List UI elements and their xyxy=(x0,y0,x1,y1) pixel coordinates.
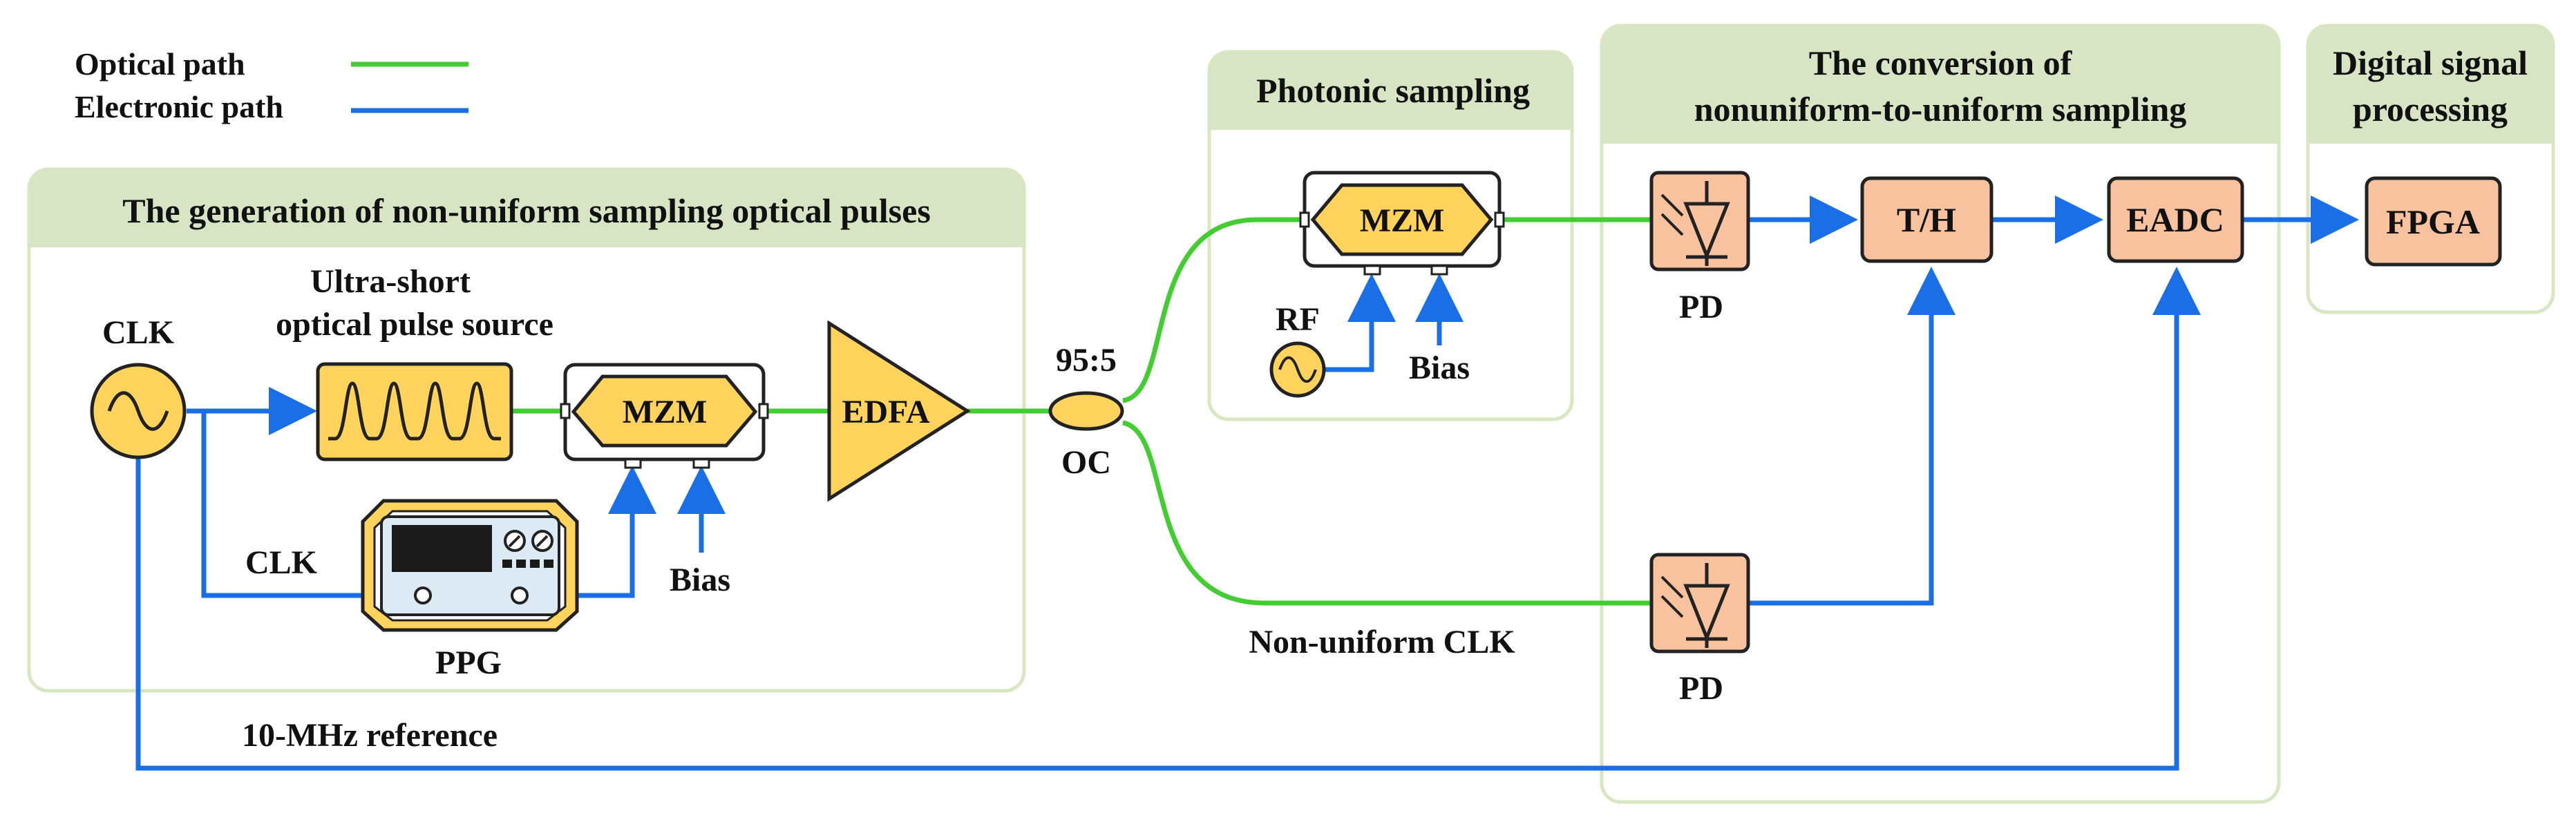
pulse-train-icon xyxy=(328,381,501,441)
pd-top-label: PD xyxy=(1679,289,1723,325)
pd-top-light-arrow-2 xyxy=(1660,213,1684,236)
panel-conversion-title-line1: The conversion of xyxy=(1809,44,2073,82)
pulse-source-label-line2: optical pulse source xyxy=(276,306,553,343)
mzm1-port-left xyxy=(560,403,571,419)
legend: Optical path Electronic path xyxy=(75,46,468,124)
mzm1-label: MZM xyxy=(623,394,708,430)
panel-dsp-title-line1: Digital signal xyxy=(2333,44,2528,82)
electronic-link-rf-mzm2 xyxy=(1323,274,1396,372)
panel-conversion-title-line2: nonuniform-to-uniform sampling xyxy=(1694,90,2187,128)
pd-top-light-arrow-1 xyxy=(1660,193,1684,217)
ppg-knob-1-pointer xyxy=(508,535,521,548)
eadc-label: EADC xyxy=(2126,200,2224,239)
panel-dsp: Digital signal processing xyxy=(2306,23,2555,314)
electronic-link-clk-ppg xyxy=(201,411,421,620)
pulse-source-label-line1: Ultra-short xyxy=(310,263,471,300)
ppg-display xyxy=(392,525,492,572)
photodiode-top: PD xyxy=(1649,171,1750,325)
mzm1-port-right xyxy=(758,403,769,419)
legend-electronic-label: Electronic path xyxy=(75,89,283,124)
panel-photonic-header xyxy=(1209,52,1572,130)
th-label: T/H xyxy=(1897,200,1956,239)
pd-top-box xyxy=(1649,171,1750,271)
fpga-label: FPGA xyxy=(2386,202,2480,241)
panel-generation-title: The generation of non-uniform sampling o… xyxy=(122,191,931,230)
ppg-port-out xyxy=(511,586,529,604)
optical-paths xyxy=(511,217,1651,606)
eadc-converter: EADC xyxy=(2107,176,2244,263)
bias1-label: Bias xyxy=(670,562,730,598)
ppg-instrument: PPG xyxy=(361,499,579,681)
rf-sine-wave-icon xyxy=(1278,356,1317,383)
mzm1-body xyxy=(571,374,758,448)
pd-bottom-label: PD xyxy=(1679,670,1723,707)
eadc-box xyxy=(2107,176,2244,263)
clk-label: CLK xyxy=(102,314,174,351)
optical-link-oc-mzm2 xyxy=(1122,217,1305,403)
mzm-modulator-1: MZM xyxy=(560,363,769,469)
pd-bottom-box xyxy=(1649,553,1750,653)
panel-dsp-header xyxy=(2308,26,2553,144)
panel-generation: The generation of non-uniform sampling o… xyxy=(27,167,1026,693)
pulse-source-box xyxy=(316,362,513,461)
th-box xyxy=(1860,176,1993,263)
ppg-button-4 xyxy=(544,560,553,568)
sine-wave-icon xyxy=(107,391,169,431)
mzm1-electrode-rf xyxy=(624,458,642,469)
clk-branch-label: CLK xyxy=(245,544,317,581)
panel-photonic-title: Photonic sampling xyxy=(1256,71,1530,110)
mzm-modulator-2: MZM xyxy=(1299,171,1505,276)
electronic-link-pd-bottom-th xyxy=(1748,267,1955,606)
mzm2-electrode-rf xyxy=(1363,265,1381,276)
oc-label: OC xyxy=(1061,444,1111,481)
pulse-source: Ultra-short optical pulse source xyxy=(276,263,553,461)
track-and-hold: T/H xyxy=(1860,176,1993,263)
optical-link-oc-pd-bottom xyxy=(1122,420,1651,606)
clk-source: CLK xyxy=(90,314,187,459)
rf-label: RF xyxy=(1276,301,1320,338)
fpga-box xyxy=(2365,176,2502,267)
ppg-port-in xyxy=(414,586,432,604)
panel-dsp-title-line2: processing xyxy=(2353,90,2508,128)
mzm2-electrode-bias xyxy=(1430,265,1448,276)
mzm2-port-left xyxy=(1299,211,1310,228)
mzm2-body xyxy=(1310,183,1494,256)
mzm1-electrode-bias xyxy=(692,458,710,469)
ppg-button-3 xyxy=(530,560,540,568)
pd-bottom-light-arrow-2 xyxy=(1660,595,1684,618)
pd-bottom-light-arrow-1 xyxy=(1660,575,1684,599)
edfa-triangle xyxy=(827,320,971,502)
ppg-button-1 xyxy=(502,560,512,568)
panel-generation-header xyxy=(29,169,1024,247)
photodiode-bottom: PD xyxy=(1649,553,1750,707)
rf-source: RF xyxy=(1269,301,1326,398)
ppg-knob-2-pointer xyxy=(536,535,549,548)
bias2-label: Bias xyxy=(1409,350,1470,386)
panel-conversion-header xyxy=(1602,26,2279,144)
electronic-link-reference xyxy=(135,267,2201,771)
nonuniform-clk-label: Non-uniform CLK xyxy=(1249,624,1515,660)
legend-optical-label: Optical path xyxy=(75,46,245,82)
optical-coupler: 95:5 OC xyxy=(1048,342,1124,481)
mzm2-label: MZM xyxy=(1360,202,1445,239)
oc-ratio-label: 95:5 xyxy=(1056,342,1117,379)
edfa-label: EDFA xyxy=(842,394,929,430)
oc-ellipse xyxy=(1048,391,1124,431)
reference-label: 10-MHz reference xyxy=(242,717,498,754)
mzm2-port-right xyxy=(1494,211,1505,228)
ppg-button-2 xyxy=(516,560,526,568)
ppg-label: PPG xyxy=(435,645,502,681)
edfa-amplifier: EDFA xyxy=(827,320,971,502)
fpga-processor: FPGA xyxy=(2365,176,2502,267)
